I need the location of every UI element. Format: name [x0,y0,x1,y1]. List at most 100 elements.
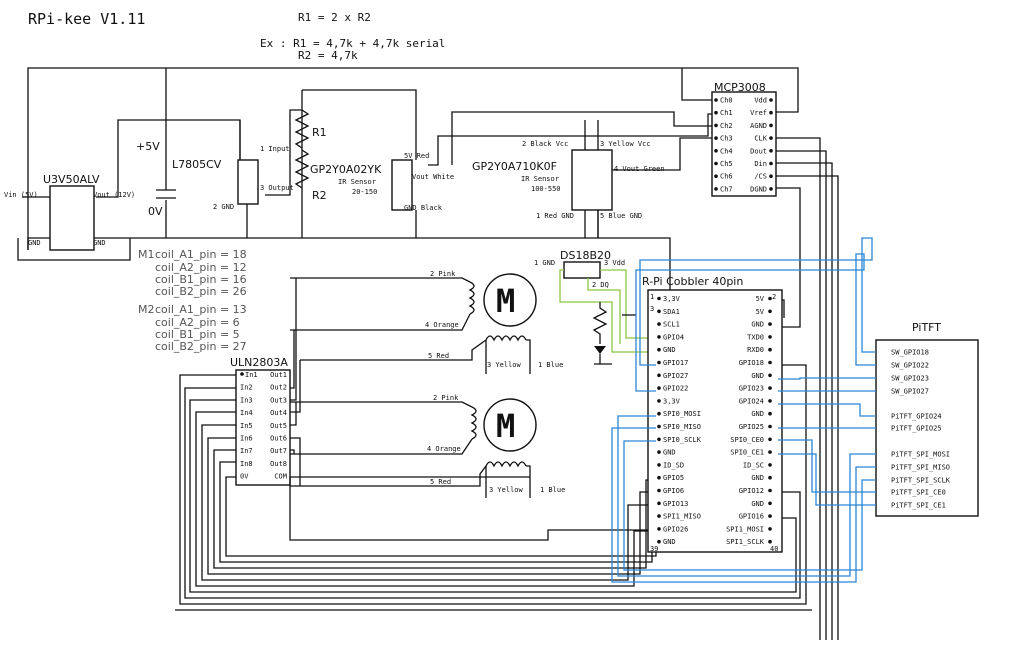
uln-left-pin: In8 [240,460,253,468]
cobbler-right-pin: GND [751,321,764,329]
cobbler-pin40: 40 [770,545,778,553]
cobbler-left-pin: SPI1_MISO [663,513,701,521]
ds-gnd: 1 GND [534,259,555,267]
driver-uln2803a: ULN2803A In1In2In3In4In5In6In7In80VOut1O… [230,278,530,486]
cobbler-right-dot [768,437,772,442]
adc-spi-wires [175,137,839,640]
cobbler-right-pin: 5V [756,295,765,303]
s2-pin2: 2 Black Vcc [522,140,568,148]
cobbler-left-dot [657,424,661,429]
uln-pin1-dot [240,372,244,376]
uln-right-pin: Out5 [270,422,287,430]
pitft-pin: SW_GPIO18 [891,349,929,357]
reg1-gnd-right: GND [93,239,106,247]
s1-white: Vout White [412,173,454,181]
adc-name: MCP3008 [714,81,766,94]
s2-pin5: 5 Blue GND [600,212,642,220]
cobbler-right-pin: SPI1_SCLK [726,538,765,546]
cobbler-right-dot [768,488,772,493]
adc-pin-dot [769,123,773,128]
cobbler-left-dot [657,450,661,454]
l7805-label: L7805CV [172,158,222,171]
uln-input-wires [179,364,807,605]
cobbler-pin3: 3 [650,305,654,313]
schematic-title: RPi-kee V1.11 [28,10,145,28]
cobbler-right-dot [768,411,772,416]
cobbler-right-dot [768,463,772,467]
adc-left-pin: Ch0 [720,97,733,105]
cobbler-pin2: 2 [772,293,776,301]
sensor1-sub2: 20-150 [352,188,377,196]
adc-right-pin: DGND [750,185,767,193]
s2-pin4: 4 Vout Green [614,165,665,173]
m1-blue: 1 Blue [538,361,563,369]
m1-line-2: coil_A2_pin = 12 [155,261,247,274]
adc-right-pin: AGND [750,122,767,130]
cobbler-right-pin: TXD0 [747,333,764,341]
pitft-pin: SW_GPIO22 [891,362,929,370]
adc-right-pin: /CS [754,173,767,181]
m2-label: M2 [138,303,155,316]
cobbler-left-dot [657,309,661,314]
cobbler-right-dot [768,322,772,326]
pitft-display: PiTFT SW_GPIO18SW_GPIO22SW_GPIO23SW_GPIO… [875,321,979,517]
uln-right-pin: Out6 [270,435,287,443]
pitft-pin: SW_GPIO27 [891,388,929,396]
r1-label: R1 [312,126,327,139]
cobbler-left-pin: GPIO5 [663,474,684,482]
sensor2-sub2: 100-550 [531,185,561,193]
cobbler-left-pin: SPI0_MISO [663,423,701,431]
uln-right-pin: COM [274,473,287,481]
s1-black: GND Black [404,204,443,212]
motor-config: M1 coil_A1_pin = 18 coil_A2_pin = 12 coi… [138,248,247,353]
adc-pin-dot [714,98,718,102]
cobbler-right-pin: SPI1_MOSI [726,525,764,533]
cobbler-right-pin: GPIO16 [739,513,764,521]
m2-orange: 4 Orange [427,445,461,453]
pitft-wires [611,237,876,583]
m2-line-4: coil_B2_pin = 27 [155,340,247,353]
m1-line-1: coil_A1_pin = 18 [155,248,247,261]
adc-left-pin: Ch5 [720,160,733,168]
cobbler-left-pin: GPIO22 [663,385,688,393]
cobbler-right-pin: GPIO12 [739,487,764,495]
m2-pink: 2 Pink [433,394,459,402]
cobbler-left-dot [657,488,661,493]
adc-pin-dot [714,110,718,115]
zero-v-label: 0V [148,205,163,218]
adc-right-pin: CLK [754,135,767,143]
cobbler-right-pin: GND [751,474,764,482]
cobbler-left-dot [657,296,661,301]
m2-yellow: 3 Yellow [489,486,524,494]
cobbler-left-dot [657,539,661,544]
uln-right-pin: Out4 [270,409,287,417]
adc-right-pin: Dout [750,147,767,155]
adc-pin-dot [769,149,773,153]
cobbler-right-dot [768,501,772,506]
adc-pin-dot [714,136,718,140]
cobbler-right-dot [768,539,772,544]
resistor-note-2: Ex : R1 = 4,7k + 4,7k serial [260,37,445,50]
cobbler-left-dot [657,475,661,480]
cobbler-right-dot [768,373,772,378]
cobbler-right-pin: GPIO25 [739,423,764,431]
ds-vdd: 3 Vdd [604,259,625,267]
cobbler-right-pin: SPI0_CE0 [730,436,764,444]
cobbler-left-dot [657,373,661,378]
s1-pin2: 2 GND [213,203,234,211]
uln-right-pin: Out8 [270,460,287,468]
cobbler-right-dot [768,527,772,531]
cobbler-left-dot [657,437,661,442]
m1-orange: 4 Orange [425,321,459,329]
uln-left-pin: In3 [240,396,253,404]
cobbler-right-pin: GPIO18 [739,359,764,367]
adc-right-pin: Vdd [754,97,767,105]
sensor1-name: GP2Y0A02YK [310,163,382,176]
cobbler-left-pin: SPI0_MOSI [663,410,701,418]
sensor-gp2y0a02yk: 1 Input 2 GND 3 Output [213,145,294,211]
adc-left-pin: Ch4 [720,147,733,155]
cobbler-right-pin: ID_SC [743,461,764,469]
adc-pin-dot [714,123,718,128]
reg1-gnd-left: GND [28,239,41,247]
